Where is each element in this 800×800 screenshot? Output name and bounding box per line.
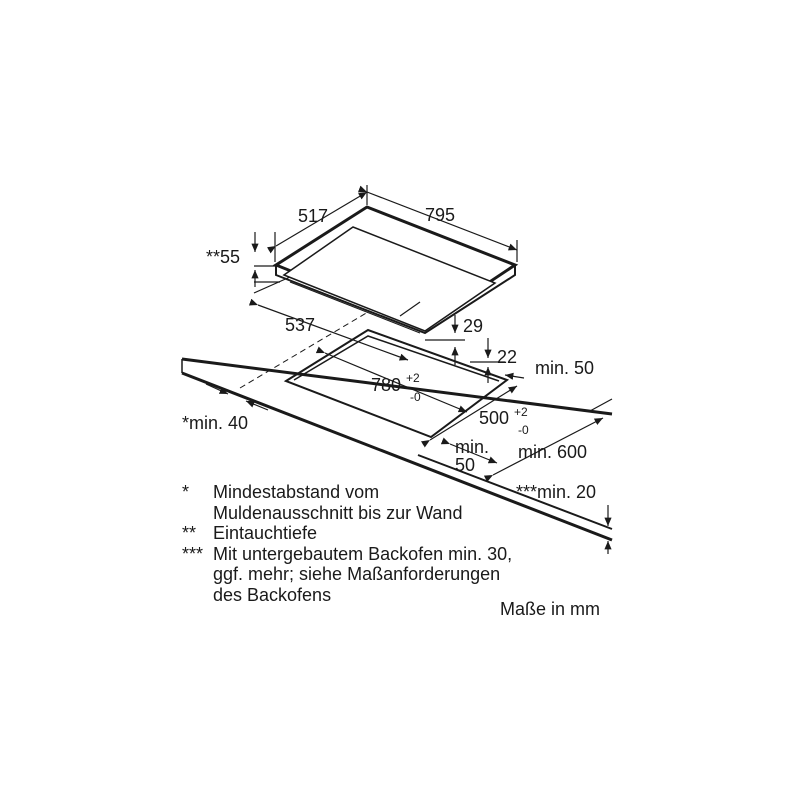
units-note: Maße in mm: [500, 599, 601, 619]
cutout-depth-tolerance-minus: -0: [518, 423, 529, 437]
hob-height-a-label: 29: [463, 316, 483, 336]
footnote-2: ** Eintauchtiefe: [182, 523, 622, 544]
front-edge-value-label: 50: [455, 455, 475, 475]
dimension-lines: [205, 185, 613, 554]
cutout-width-tolerance-plus: +2: [406, 371, 420, 385]
cutout-depth-label: 500: [479, 408, 509, 428]
footnote-1: * Mindestabstand vom Muldenausschnitt bi…: [182, 482, 622, 523]
cutout-width-label: 780: [371, 375, 401, 395]
footnote-1-text: Mindestabstand vom Muldenausschnitt bis …: [213, 482, 463, 523]
footnote-2-mark: **: [182, 523, 197, 543]
hob-width-label: 795: [425, 205, 455, 225]
cutout-width-tolerance-minus: -0: [410, 390, 421, 404]
worktop-depth-label: min. 600: [518, 442, 587, 462]
hob-height-b-label: 22: [497, 347, 517, 367]
footnote-1-mark: *: [182, 482, 190, 502]
worktop-thickness-label: ***min. 20: [516, 482, 596, 502]
cutout-offset-label: 537: [285, 315, 315, 335]
wall-distance-label: *min. 40: [182, 413, 248, 433]
insertion-depth-label: **55: [206, 247, 240, 267]
wall-gap-label: min. 50: [535, 358, 594, 378]
cutout-depth-tolerance-plus: +2: [514, 405, 528, 419]
footnote-legend: * Mindestabstand vom Muldenausschnitt bi…: [182, 482, 622, 605]
hob-depth-label: 517: [298, 206, 328, 226]
footnote-2-text: Eintauchtiefe: [213, 523, 318, 543]
front-edge-min-label: min.: [455, 437, 489, 457]
footnote-3: *** Mit untergebautem Backofen min. 30, …: [182, 544, 622, 606]
footnote-3-text: Mit untergebautem Backofen min. 30, ggf.…: [213, 543, 513, 605]
footnote-3-mark: ***: [182, 543, 204, 564]
